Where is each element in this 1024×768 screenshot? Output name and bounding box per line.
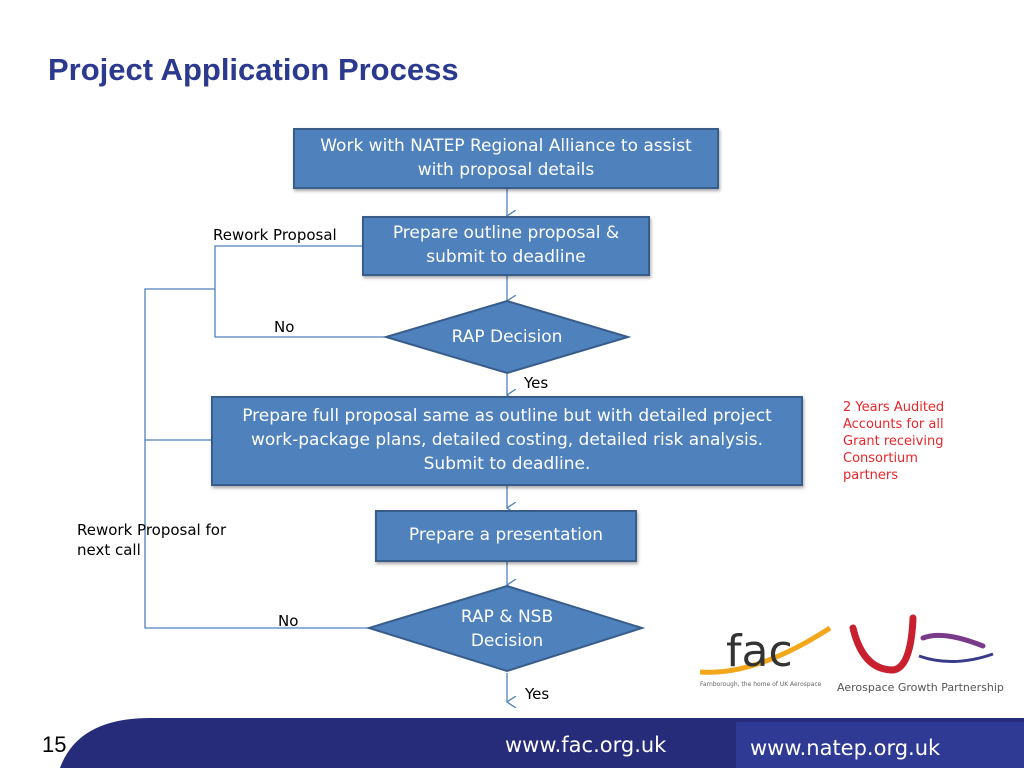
rework-loop-outer bbox=[144, 288, 368, 629]
agp-logo-text: Aerospace Growth Partnership bbox=[837, 681, 1004, 694]
step-outline-proposal-text: Prepare outline proposal & submit to dea… bbox=[392, 223, 620, 267]
step-outline-proposal-box: Prepare outline proposal & submit to dea… bbox=[362, 216, 650, 276]
decision1-diamond bbox=[382, 299, 632, 375]
decision1-yes-label: Yes bbox=[524, 374, 549, 392]
natep-url-link[interactable]: www.natep.org.uk bbox=[750, 736, 941, 760]
step-full-proposal-box: Prepare full proposal same as outline bu… bbox=[211, 396, 803, 486]
aerospace-growth-partnership-logo: Aerospace Growth Partnership bbox=[837, 614, 1004, 694]
decision2-no-label: No bbox=[278, 612, 299, 630]
rework-next-call-label: Rework Proposal for next call bbox=[77, 521, 227, 559]
fac-url-link[interactable]: www.fac.org.uk bbox=[505, 733, 667, 757]
decision2-diamond bbox=[365, 584, 646, 673]
step-full-proposal-text: Prepare full proposal same as outline bu… bbox=[242, 406, 772, 474]
fac-logo: fac Farnborough, the home of UK Aerospac… bbox=[699, 625, 832, 688]
page-title: Project Application Process bbox=[48, 52, 459, 87]
decision1-no-label: No bbox=[274, 318, 295, 336]
decision1-label: RAP Decision bbox=[451, 327, 563, 348]
rework-loop-inner bbox=[214, 245, 385, 338]
step-presentation-text: Prepare a presentation bbox=[408, 525, 604, 546]
rework-proposal-label: Rework Proposal bbox=[213, 226, 337, 244]
audited-accounts-note: 2 Years Audited Accounts for all Grant r… bbox=[843, 400, 945, 483]
decision2-yes-label: Yes bbox=[525, 685, 550, 703]
fac-logo-tagline: Farnborough, the home of UK Aerospace bbox=[700, 681, 822, 688]
footer-band bbox=[60, 718, 1024, 768]
step-work-with-natep-text: Work with NATEP Regional Alliance to ass… bbox=[320, 135, 692, 180]
fac-logo-text: fac bbox=[726, 626, 793, 677]
step-presentation-box: Prepare a presentation bbox=[375, 510, 637, 562]
decision2-label: RAP & NSB Decision bbox=[460, 607, 554, 651]
step-work-with-natep-box: Work with NATEP Regional Alliance to ass… bbox=[293, 128, 719, 189]
page-number: 15 bbox=[42, 732, 67, 757]
